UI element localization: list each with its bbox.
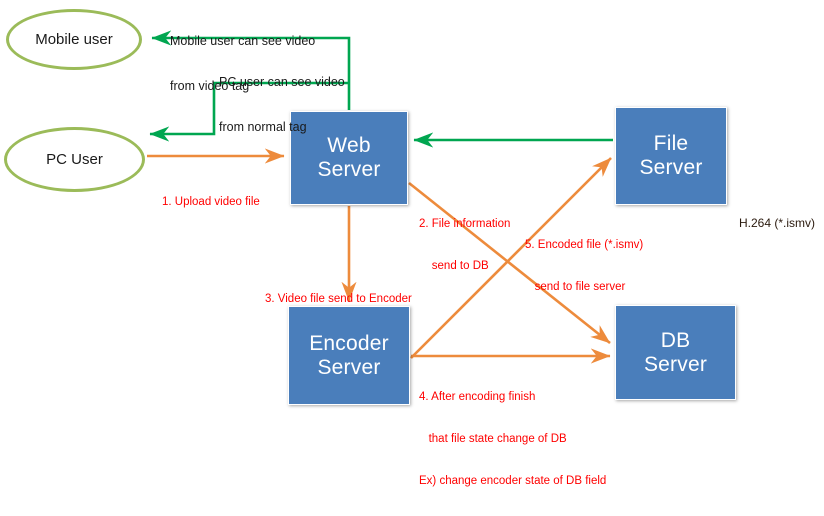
note-mobile-view: Mobile user can see video from video tag (170, 3, 315, 125)
node-db-server-line1: DB (660, 328, 691, 352)
step-label-5: 5. Encoded file (*.ismv) send to file se… (525, 210, 643, 322)
node-web-server-line2: Server (317, 158, 381, 181)
note-pc-view-line1: PC user can see video (219, 74, 345, 89)
actor-pc-user-line1: PC User (46, 150, 103, 168)
actor-mobile-user[interactable]: Mobile user (6, 9, 142, 70)
node-db-server-line2: Server (643, 352, 708, 376)
diagram-canvas: Mobile user PC User Web Server File Serv… (4, 3, 816, 488)
step-label-2: 2. File information send to DB (419, 189, 510, 301)
step-label-4-line2: that file state change of DB (419, 433, 567, 446)
note-pc-view: PC user can see video from normal tag (219, 44, 345, 166)
node-file-server[interactable]: File Server (615, 107, 727, 205)
note-mobile-view-line1: Mobile user can see video (170, 33, 316, 48)
node-web-server[interactable]: Web Server (290, 111, 408, 205)
step-label-1-line1: 1. Upload video file (162, 196, 260, 209)
step-label-2-line1: 2. File information (419, 218, 511, 231)
connector-layer (147, 30, 613, 364)
step-label-2-line2: send to DB (419, 260, 489, 273)
step-label-4: 4. After encoding finish that file state… (419, 362, 606, 516)
node-file-server-line1: File (653, 132, 689, 156)
note-codec-text: H.264 (*.ismv) (739, 216, 816, 231)
step-label-3: 3. Video file send to Encoder (265, 264, 412, 334)
actor-pc-user[interactable]: PC User (4, 127, 145, 192)
arrow-webserver-to-mobile-user (151, 30, 351, 110)
node-encoder-server-line1: Encoder (309, 331, 389, 355)
node-web-server-line1: Web (327, 134, 371, 158)
step-label-5-line2: send to file server (525, 281, 626, 294)
note-pc-view-line2: from normal tag (219, 120, 307, 135)
note-codec: H.264 (*.ismv) (739, 187, 815, 260)
step-label-4-line3: Ex) change encoder state of DB field (419, 475, 607, 488)
arrow-encoderserver-to-fileserver (410, 157, 612, 359)
node-encoder-server-line2: Server (317, 355, 381, 379)
step-label-3-line1: 3. Video file send to Encoder (265, 293, 412, 306)
arrow-webserver-to-pc-user (149, 81, 349, 142)
arrow-webserver-to-dbserver (408, 181, 611, 345)
node-encoder-server[interactable]: Encoder Server (288, 306, 410, 405)
actor-mobile-user-line2: user (83, 30, 113, 48)
step-label-5-line1: 5. Encoded file (*.ismv) (525, 239, 644, 252)
actor-mobile-user-line1: Mobile (35, 30, 80, 48)
step-label-4-line1: 4. After encoding finish (419, 391, 536, 404)
note-mobile-view-line2: from video tag (170, 79, 250, 94)
node-db-server[interactable]: DB Server (615, 305, 736, 400)
step-label-1: 1. Upload video file (162, 167, 260, 237)
node-file-server-line2: Server (639, 156, 703, 179)
